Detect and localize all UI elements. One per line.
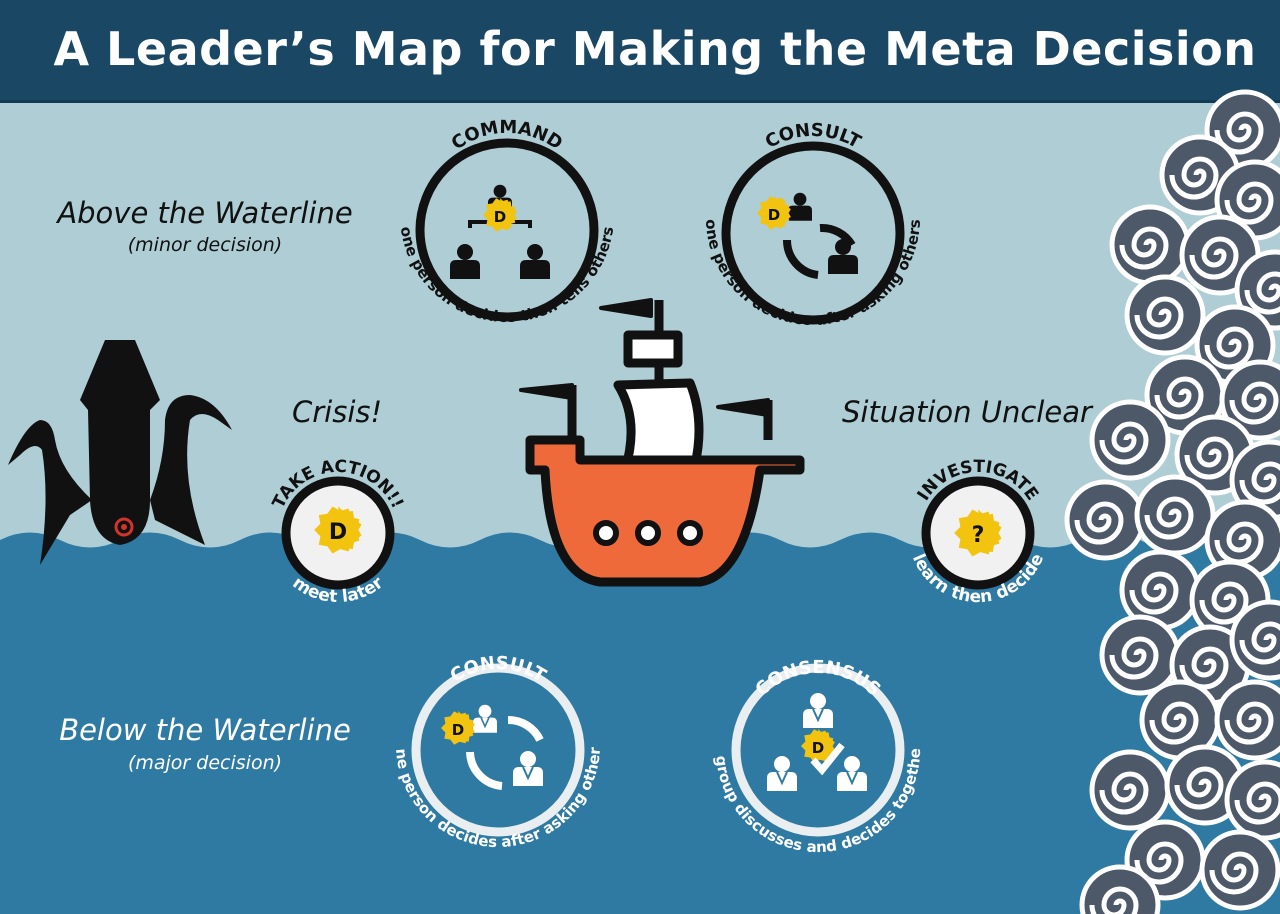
consult-above-badge-letter: D (768, 206, 780, 224)
investigate-badge-letter: ? (972, 523, 985, 548)
consult-below-badge-letter: D (452, 721, 464, 739)
sea-water (0, 532, 1280, 914)
person-icon (450, 244, 480, 279)
cycle-arrows-icon (782, 223, 856, 279)
above-waterline-title: Above the Waterline (57, 196, 353, 230)
svg-text:one person decides then tells: one person decides then tells others (397, 225, 618, 326)
ship-icon (519, 298, 805, 587)
cycle-arrows-icon (466, 715, 544, 790)
consensus-badge-letter: D (812, 739, 824, 757)
command-style-circle: D COMMAND one person decides then tells … (397, 117, 618, 326)
situation-unclear-label: Situation Unclear (842, 395, 1092, 429)
person-icon (828, 239, 858, 274)
person-icon (788, 192, 812, 221)
rough-waves-icon (1067, 92, 1280, 914)
checkmark-icon (810, 742, 845, 776)
below-waterline-subtitle: (major decision) (127, 752, 283, 774)
person-icon (520, 244, 550, 279)
squid-icon (8, 340, 232, 565)
page-title: A Leader’s Map for Making the Meta Decis… (53, 22, 1257, 76)
below-waterline-title: Below the Waterline (59, 713, 351, 747)
header-bar: A Leader’s Map for Making the Meta Decis… (0, 0, 1280, 103)
command-title: COMMAND (448, 117, 567, 154)
take-action-badge-letter: D (329, 520, 347, 545)
command-description: one person decides then tells others (397, 225, 618, 326)
command-badge-letter: D (494, 208, 506, 226)
svg-text:COMMAND: COMMAND (448, 117, 567, 154)
crisis-label: Crisis! (292, 395, 383, 429)
investigate-circle: ? INVESTIGATE learn then decide (908, 457, 1048, 607)
consult-above-circle: D CONSULT one person decides after askin… (702, 120, 924, 329)
above-waterline-subtitle: (minor decision) (127, 234, 283, 256)
